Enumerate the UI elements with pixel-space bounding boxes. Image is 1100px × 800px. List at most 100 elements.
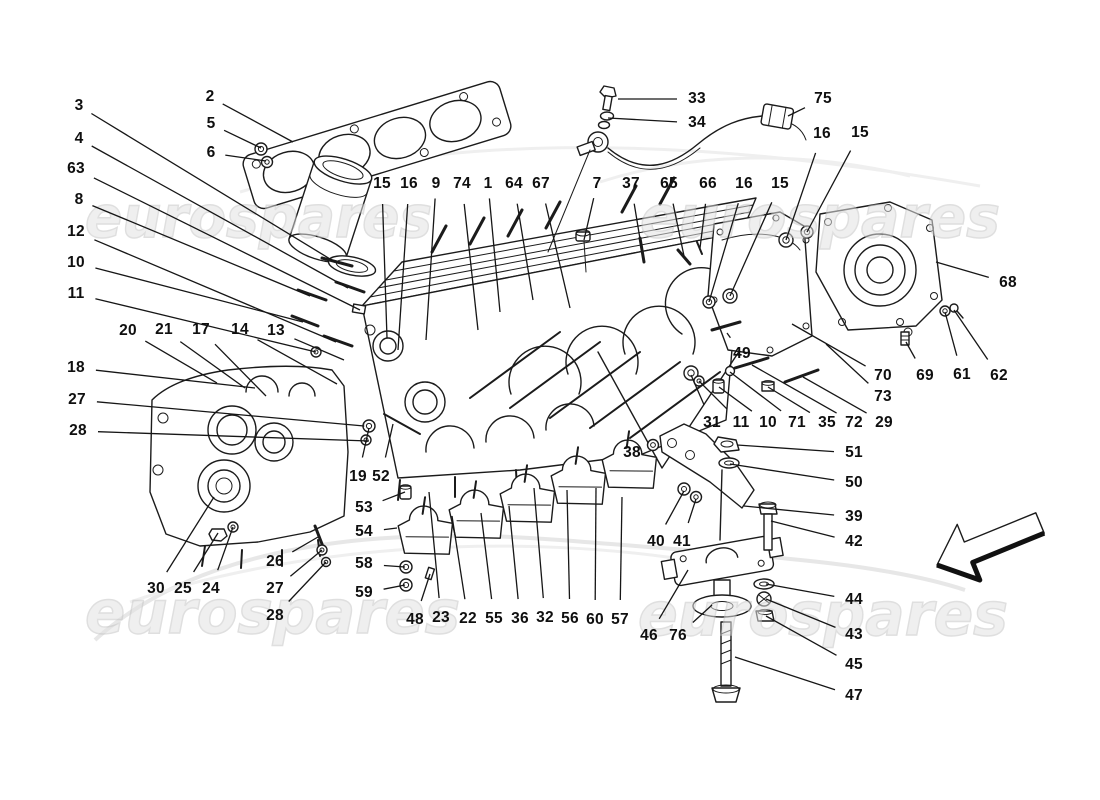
leader-line-60 bbox=[594, 487, 597, 601]
callout-38: 38 bbox=[623, 444, 641, 461]
callout-10: 10 bbox=[759, 414, 777, 431]
callout-53: 53 bbox=[355, 499, 373, 516]
callout-42: 42 bbox=[845, 533, 863, 550]
leader-line-67 bbox=[544, 203, 571, 309]
callout-31: 31 bbox=[703, 414, 721, 431]
mount-bolt bbox=[711, 621, 741, 703]
leader-line-46 bbox=[658, 569, 689, 620]
callout-19: 19 bbox=[349, 468, 367, 485]
leader-line-55 bbox=[480, 512, 493, 600]
callout-67: 67 bbox=[532, 175, 550, 192]
crankcase-block bbox=[361, 176, 757, 501]
watermark-text: eurospares bbox=[638, 580, 1008, 650]
leader-line-64 bbox=[516, 203, 534, 301]
leader-line-62 bbox=[953, 309, 989, 360]
cylinder-liner bbox=[288, 155, 373, 263]
callout-46: 46 bbox=[640, 627, 658, 644]
leader-line-25 bbox=[193, 532, 219, 573]
callout-27: 27 bbox=[68, 391, 86, 408]
leader-line-69 bbox=[905, 341, 916, 359]
leader-line-1 bbox=[488, 198, 501, 313]
callout-32: 32 bbox=[536, 609, 554, 626]
leader-line-23 bbox=[428, 491, 440, 599]
leader-line-28 bbox=[97, 431, 370, 442]
leader-line-11 bbox=[95, 298, 317, 353]
callout-76: 76 bbox=[669, 627, 687, 644]
callout-15: 15 bbox=[851, 124, 869, 141]
callout-16: 16 bbox=[735, 175, 753, 192]
leader-line-15 bbox=[381, 203, 388, 339]
leader-line-15 bbox=[729, 202, 773, 297]
line-art bbox=[149, 80, 1046, 703]
callout-34: 34 bbox=[688, 114, 706, 131]
callout-37: 37 bbox=[622, 175, 640, 192]
callout-8: 8 bbox=[74, 191, 84, 208]
leader-line-5 bbox=[223, 129, 262, 149]
leader-line-10 bbox=[95, 267, 304, 323]
callout-65: 65 bbox=[660, 175, 678, 192]
callout-58: 58 bbox=[355, 555, 373, 572]
leader-line-9 bbox=[425, 198, 436, 341]
callout-11: 11 bbox=[67, 285, 85, 302]
callout-74: 74 bbox=[453, 175, 471, 192]
leader-line-4 bbox=[91, 145, 349, 289]
leader-line-40 bbox=[665, 490, 685, 525]
leader-line-17 bbox=[214, 343, 267, 397]
callout-50: 50 bbox=[845, 474, 863, 491]
leader-line-44 bbox=[765, 583, 835, 598]
callout-17: 17 bbox=[192, 321, 210, 338]
leader-line-3 bbox=[91, 112, 336, 263]
callout-68: 68 bbox=[999, 274, 1017, 291]
leader-line-31 bbox=[690, 374, 705, 405]
callout-36: 36 bbox=[511, 610, 529, 627]
leader-line-16 bbox=[708, 203, 739, 303]
leader-line-16 bbox=[785, 152, 817, 241]
callout-61: 61 bbox=[953, 366, 971, 383]
callout-27: 27 bbox=[266, 580, 284, 597]
leader-line-19 bbox=[361, 427, 370, 458]
callout-25: 25 bbox=[174, 580, 192, 597]
callout-29: 29 bbox=[875, 414, 893, 431]
rev-sensor-assembly bbox=[547, 85, 807, 253]
leader-line-21 bbox=[179, 341, 246, 389]
leader-line-70 bbox=[791, 323, 866, 367]
leader-line-59 bbox=[383, 584, 406, 590]
callout-64: 64 bbox=[505, 175, 523, 192]
callout-39: 39 bbox=[845, 508, 863, 525]
callout-20: 20 bbox=[119, 322, 137, 339]
leader-line-26 bbox=[291, 536, 319, 553]
callout-70: 70 bbox=[874, 367, 892, 384]
leader-line-71 bbox=[729, 371, 782, 412]
leader-line-22 bbox=[451, 515, 466, 600]
callout-55: 55 bbox=[485, 610, 503, 627]
leader-line-24 bbox=[217, 526, 234, 571]
leader-line-57 bbox=[619, 496, 623, 601]
leader-line-65 bbox=[672, 203, 685, 257]
callout-24: 24 bbox=[202, 580, 220, 597]
leader-line-51 bbox=[736, 444, 835, 453]
callout-73: 73 bbox=[874, 388, 892, 405]
callout-66: 66 bbox=[699, 175, 717, 192]
callout-2: 2 bbox=[205, 88, 215, 105]
callout-15: 15 bbox=[771, 175, 789, 192]
leader-line-29 bbox=[802, 376, 867, 414]
callout-1: 1 bbox=[483, 175, 493, 192]
leader-line-36 bbox=[508, 505, 519, 600]
callout-47: 47 bbox=[845, 687, 863, 704]
leader-line-27 bbox=[289, 549, 323, 577]
leader-line-2 bbox=[222, 103, 294, 143]
leader-line-52 bbox=[384, 423, 394, 458]
callout-21: 21 bbox=[155, 321, 173, 338]
callout-23: 23 bbox=[432, 609, 450, 626]
leader-line-48 bbox=[420, 573, 431, 602]
callout-71: 71 bbox=[788, 414, 806, 431]
leader-line-47 bbox=[734, 656, 836, 691]
leader-line-49 bbox=[726, 332, 731, 339]
leader-line-30 bbox=[166, 496, 215, 573]
callout-52: 52 bbox=[372, 468, 390, 485]
callout-51: 51 bbox=[845, 444, 863, 461]
leader-line-56 bbox=[566, 489, 571, 600]
callout-14: 14 bbox=[231, 321, 249, 338]
leader-line-10 bbox=[718, 386, 753, 412]
